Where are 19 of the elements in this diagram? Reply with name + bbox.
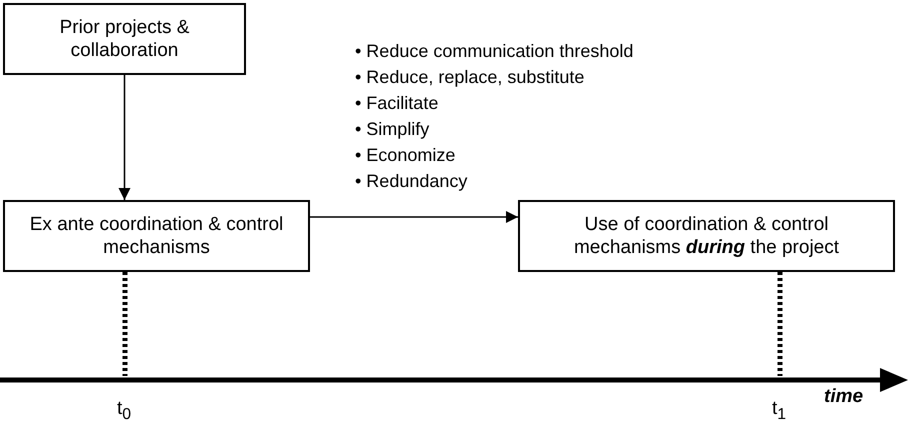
dotted-line: [122, 272, 128, 376]
axis-label: time: [824, 386, 864, 408]
time-point-label: t$_{0}$: [117, 398, 132, 424]
bullet-item: • Economize: [355, 144, 456, 167]
time-point-label: t$_{1}$: [772, 398, 786, 424]
process-box: [3, 3, 246, 75]
box-text: Use of coordination & control mechanisms during the project: [572, 213, 840, 259]
arrow: [310, 211, 518, 223]
bullet-item: • Redundancy: [355, 170, 468, 193]
dotted-line: [778, 272, 782, 376]
bullet-item: • Simplify: [355, 118, 430, 141]
bullet-item: • Facilitate: [355, 92, 440, 115]
box-text: Ex ante coordination & control mechanisms: [28, 213, 284, 259]
bullet-item: • Reduce communication threshold: [355, 40, 634, 63]
bullet-item: • Reduce, replace, substitute: [355, 66, 586, 89]
arrow: [118, 75, 130, 200]
process-box: [518, 200, 895, 272]
process-box: [3, 200, 310, 272]
box-text: Prior projects & collaboration: [58, 16, 190, 62]
